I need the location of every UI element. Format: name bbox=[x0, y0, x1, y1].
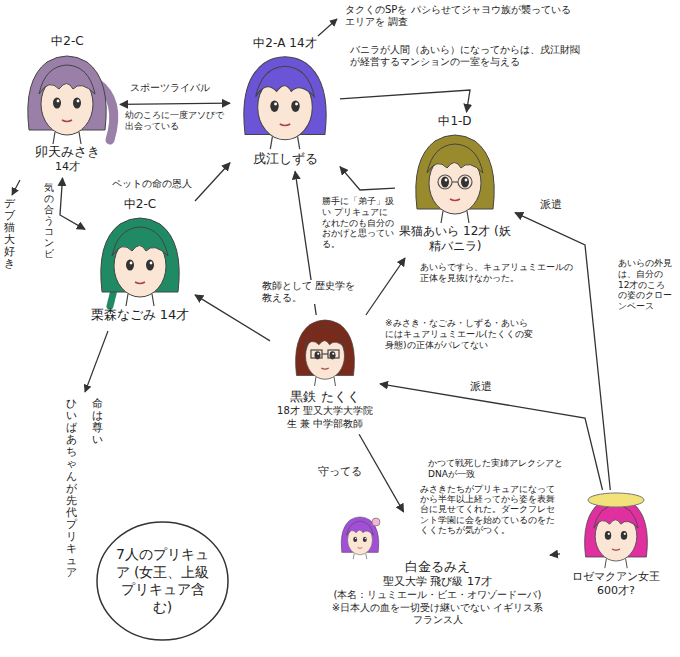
node-text: ロゼマクアン女王 600才? bbox=[563, 570, 669, 598]
character-node: 中1-D 果猫あいら 12才 (妖精バニラ) bbox=[395, 112, 515, 258]
portrait-space bbox=[563, 492, 669, 570]
flower bbox=[372, 518, 380, 526]
node-text: 中2-C bbox=[18, 34, 117, 49]
character-node: 中2-C 栗森なごみ 14才 bbox=[85, 195, 195, 327]
note-text: 命は尊い bbox=[92, 398, 103, 446]
edge-label: 派遣 bbox=[470, 380, 500, 393]
node-text: 中2-A 14才 bbox=[233, 36, 337, 51]
relation-arrow bbox=[515, 213, 610, 490]
leader-arrow bbox=[12, 180, 20, 195]
character-node: ロゼマクアン女王 600才? bbox=[560, 490, 672, 602]
takku-face bbox=[296, 320, 355, 386]
relation-arrow bbox=[380, 384, 603, 490]
node-text: 果猫あいら 12才 (妖精バニラ) bbox=[398, 224, 512, 254]
edge-label: バニラが人間（あいら）になってからは、戌江財閥が経営するマンションの一室を与える bbox=[350, 44, 582, 68]
character-node: 中2-C 卯天みさき14才 bbox=[15, 32, 120, 178]
relation-arrow bbox=[340, 90, 470, 112]
airu-face bbox=[416, 135, 494, 223]
character-node: 黒鉄 たくく18才 聖又大学大学院生 兼 中学部教師 bbox=[270, 315, 380, 434]
portrait-space bbox=[398, 129, 512, 224]
node-text: ※日本人の血を一切受け継いでない イギリス系フランス人 bbox=[328, 602, 547, 627]
edge-label: 気の合うコンビ bbox=[44, 182, 54, 259]
edge-label: スポーツライバル bbox=[130, 82, 220, 94]
relation-arrow bbox=[195, 295, 270, 341]
glasses bbox=[438, 175, 472, 189]
note-text: ひいばあちゃんが先代プリキュア bbox=[66, 398, 77, 579]
node-text: 白金るみえ bbox=[328, 559, 547, 575]
note-text: デブ猫大好き bbox=[4, 198, 15, 271]
node-text: 卯天みさき bbox=[18, 144, 117, 160]
node-text: 栗森なごみ 14才 bbox=[88, 307, 192, 323]
character-node: 中2-A 14才戌江しずる bbox=[230, 34, 340, 171]
node-text: 中2-C bbox=[88, 197, 192, 212]
queen-face bbox=[585, 498, 648, 568]
node-text: 聖又大学 飛び級 17才 bbox=[328, 575, 547, 589]
edge-label: ペットの命の恩人 bbox=[112, 178, 196, 190]
node-text: 18才 聖又大学大学院生 兼 中学部教師 bbox=[273, 405, 377, 430]
edge-label: 守ってる bbox=[318, 465, 368, 478]
note-text: あいらですら、キュアリュミエールの正体を見抜けなかった。 bbox=[420, 262, 575, 284]
relation-arrow bbox=[195, 163, 230, 201]
relation-arrow bbox=[550, 554, 560, 555]
edge-label: かつて戦死した実姉アレクシアとDNAが一致 bbox=[428, 458, 578, 480]
ellipse-node: 7人のプリキュア (女王、上級プリキュア含む) bbox=[95, 520, 230, 642]
relation-arrow bbox=[120, 103, 230, 104]
nagomi-face bbox=[101, 218, 179, 306]
node-text: 戌江しずる bbox=[233, 151, 337, 167]
leader-arrow bbox=[85, 331, 108, 392]
misaki-face bbox=[28, 56, 106, 144]
glasses bbox=[311, 350, 339, 358]
relation-arrow bbox=[366, 258, 405, 315]
node-text: 中1-D bbox=[398, 114, 512, 129]
leader-arrow bbox=[318, 19, 337, 36]
edge-label: 勝手に「弟子」扱い プリキュアになれたのも自分のおかげと思っている。 bbox=[322, 196, 394, 250]
note-text: 幼のころに一度アソびで出会っている bbox=[125, 110, 225, 132]
crown bbox=[588, 493, 644, 507]
shizuru-face bbox=[244, 57, 326, 149]
node-text: 黒鉄 たくく bbox=[273, 389, 377, 405]
note-text: みさきたちがプリキュアになってから半年以上経ってから姿を表舞台に見せてくれた。ダ… bbox=[420, 484, 555, 535]
node-text: 7人のプリキュア (女王、上級プリキュア含む) bbox=[115, 546, 210, 616]
edge-label: 教師として 歴史学を教える。 bbox=[262, 280, 357, 304]
portrait-space bbox=[273, 317, 377, 389]
edge-label: 派遣 bbox=[540, 198, 570, 211]
portrait-space bbox=[233, 51, 337, 151]
portrait-space bbox=[18, 49, 117, 144]
relation-arrow bbox=[60, 178, 85, 229]
note-text: あいらの外見は、自分の12才のころの姿のクローンベース bbox=[618, 258, 674, 312]
portrait-space bbox=[88, 212, 192, 307]
note-text: タクくのSPを パシらせてジャヨウ族が襲っているエリアを 調査 bbox=[345, 4, 577, 28]
node-text: 14才 bbox=[18, 160, 117, 174]
node-text: (本名：リュミエール・ビエ・オワゾードーバ) bbox=[328, 589, 547, 602]
ellipse-shape bbox=[97, 522, 228, 640]
note-text: ※みさき・なごみ・しずる・あいらにはキュアリュミエール(たくくの変身態)の正体が… bbox=[385, 318, 535, 350]
relation-arrow bbox=[340, 167, 395, 190]
